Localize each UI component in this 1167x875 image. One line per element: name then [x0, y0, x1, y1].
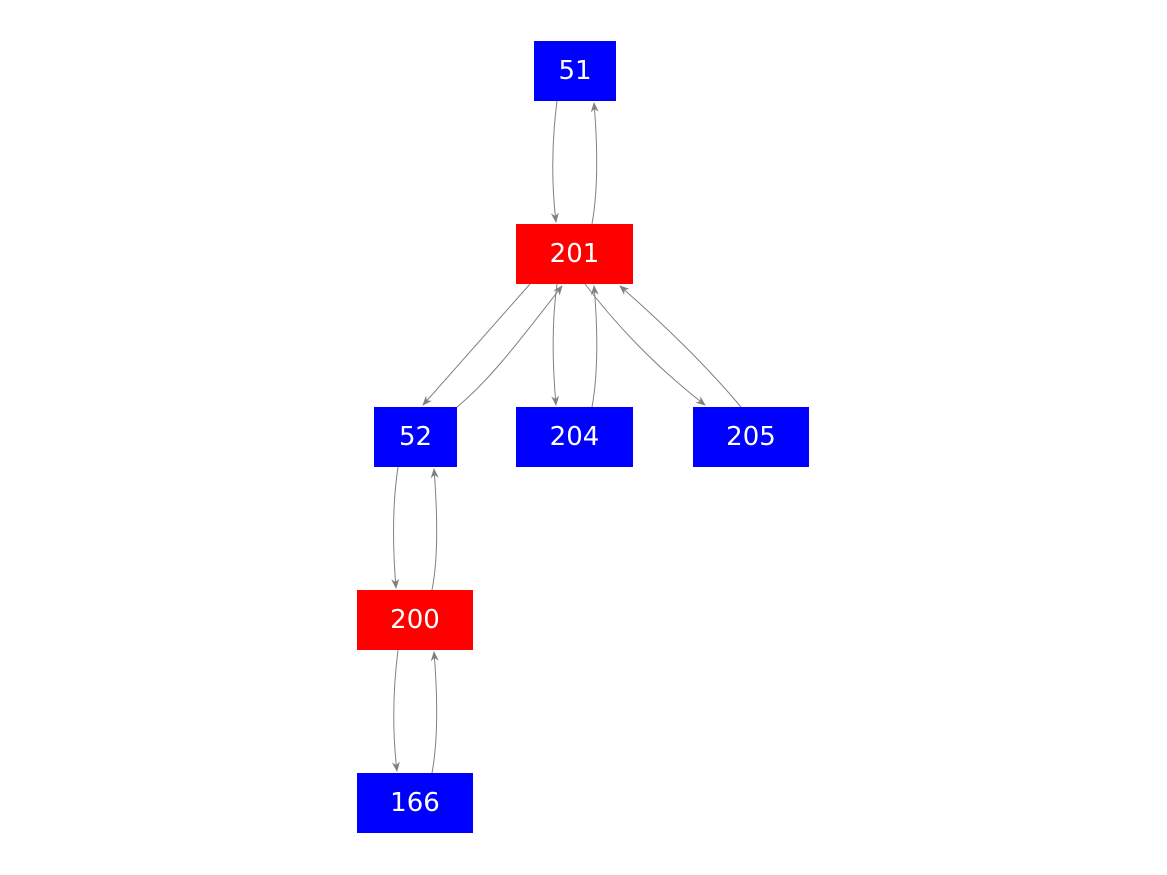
node-52[interactable]: 52	[374, 407, 457, 467]
node-166[interactable]: 166	[357, 773, 473, 833]
edge-200-to-52	[430, 468, 439, 591]
edge-205-to-201	[619, 285, 742, 408]
node-51[interactable]: 51	[534, 41, 616, 101]
edge-201-to-52	[422, 283, 531, 406]
edge-201-to-204	[551, 283, 560, 406]
edge-51-to-201	[550, 100, 559, 223]
node-205[interactable]: 205	[693, 407, 809, 467]
edge-166-to-200	[430, 651, 439, 774]
edge-201-to-205	[584, 283, 706, 406]
edge-204-to-201	[590, 285, 599, 408]
edge-200-to-166	[391, 649, 400, 772]
edge-52-to-200	[391, 466, 400, 589]
edge-52-to-201	[456, 285, 563, 408]
edge-201-to-51	[590, 102, 599, 225]
node-204[interactable]: 204	[516, 407, 633, 467]
node-201[interactable]: 201	[516, 224, 633, 284]
node-200[interactable]: 200	[357, 590, 473, 650]
